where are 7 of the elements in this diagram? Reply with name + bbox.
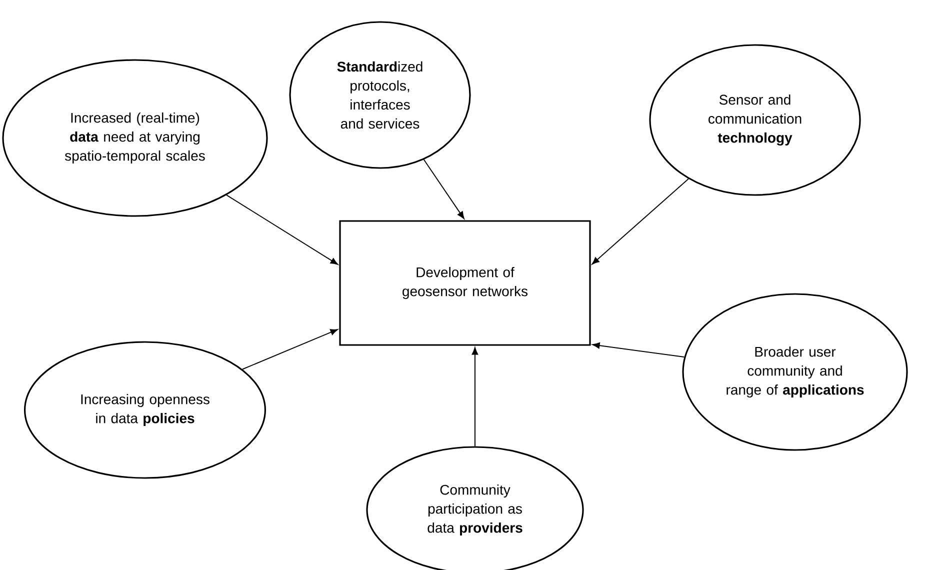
arrow xyxy=(472,347,478,447)
arrow xyxy=(242,329,338,370)
process-box: Development of geosensor networks xyxy=(339,220,591,346)
arrow xyxy=(592,178,689,264)
arrow xyxy=(592,342,685,358)
arrow xyxy=(226,194,338,265)
arrow xyxy=(423,159,464,220)
